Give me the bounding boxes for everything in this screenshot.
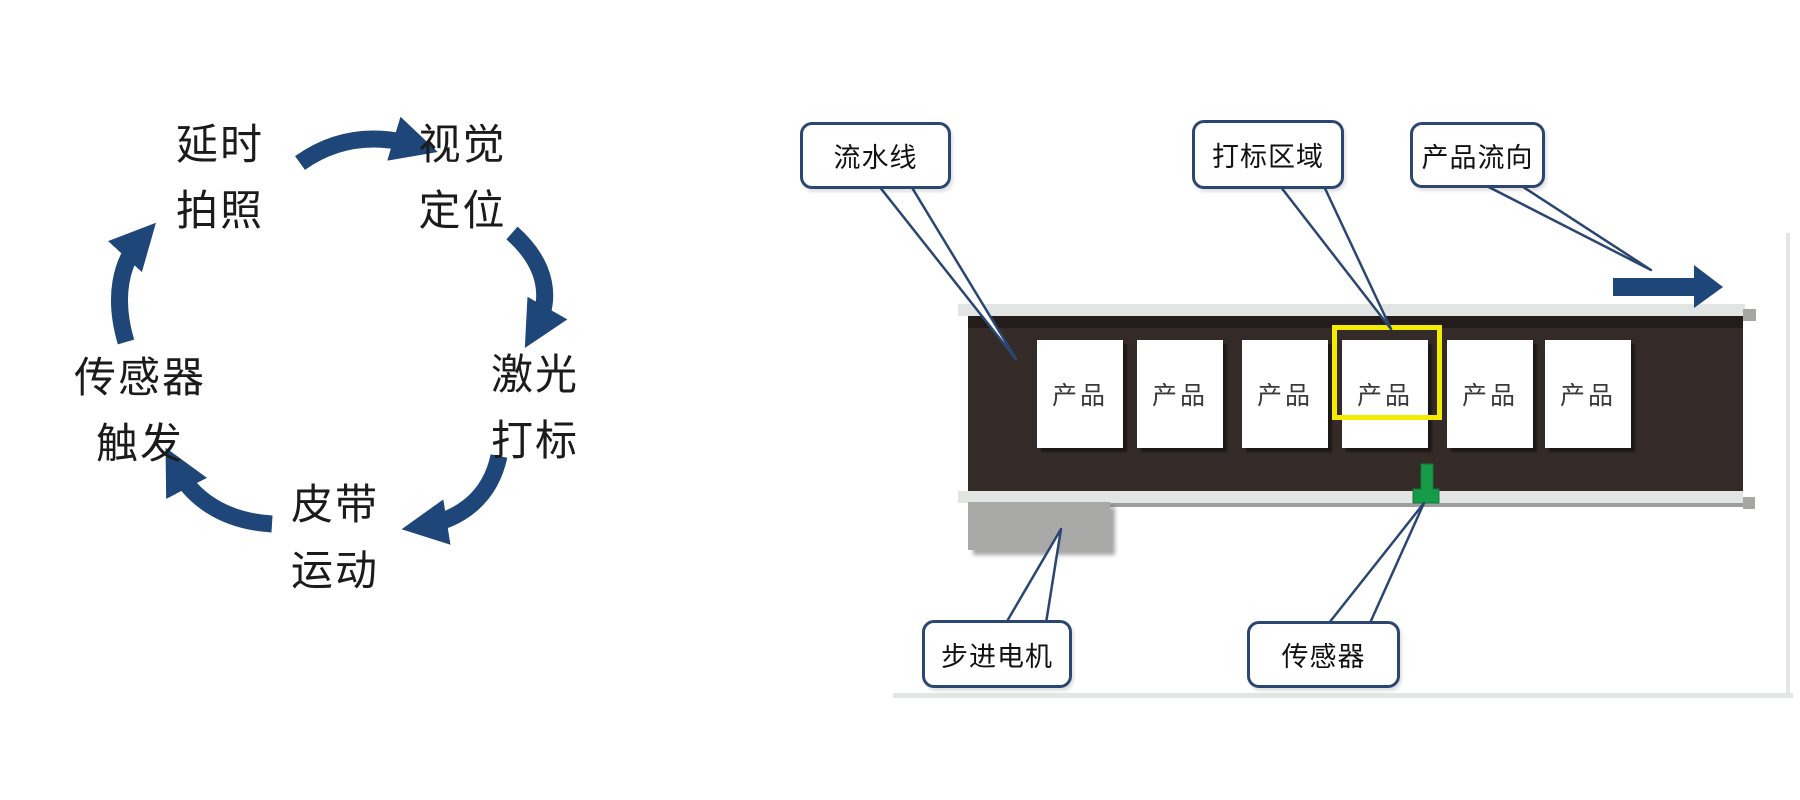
cycle-arrow-delay-to-vision-icon: [295, 116, 438, 171]
cycle-stage-vision-line2: 定位: [418, 187, 507, 234]
cycle-arrow-belt-to-sensor-icon: [165, 447, 273, 533]
cycle-arrow-sensor-to-delay-icon: [108, 222, 156, 345]
cycle-arrow-vision-to-laser-icon: [506, 226, 568, 348]
callout-sensor-label: 传感器: [1281, 642, 1366, 672]
marking-area-highlight: [1332, 325, 1442, 420]
cycle-stage-sensor-line1: 传感器: [73, 354, 206, 401]
callout-marking-area-label: 打标区域: [1212, 142, 1324, 172]
cycle-stage-delay-photo-line1: 延时: [175, 121, 264, 168]
stepper-motor-block: [968, 502, 1110, 550]
cycle-stage-laser-line1: 激光: [490, 351, 579, 398]
cycle-stage-laser-line2: 打标: [490, 417, 579, 464]
product-box-6: 产品: [1545, 340, 1631, 448]
callout-pointer-stepper-motor: [1004, 527, 1063, 625]
callout-assembly-line: 流水线: [800, 122, 951, 189]
conveyor-top-rail: [958, 304, 1745, 316]
cycle-stage-laser-marking: 激光 打标: [455, 342, 615, 474]
callout-product-flow-label: 产品流向: [1421, 142, 1534, 173]
cycle-arrow-laser-to-belt-icon: [401, 453, 508, 545]
callout-product-flow: 产品流向: [1410, 122, 1545, 188]
conveyor-belt-top-band: [968, 316, 1743, 328]
callout-pointer-product-flow: [1475, 179, 1653, 272]
callout-assembly-line-label: 流水线: [833, 143, 918, 173]
sensor-marker-icon: [1412, 463, 1440, 504]
conveyor-top-rail-end: [1743, 309, 1756, 321]
product-box-2: 产品: [1137, 340, 1223, 448]
conveyor-bottom-rail: [958, 491, 1743, 503]
cycle-stage-belt-motion: 皮带 运动: [245, 472, 425, 604]
cycle-arrows-graphic: [108, 116, 568, 545]
product-box-1: 产品: [1037, 340, 1123, 448]
product-flow-arrow-icon: [1613, 265, 1723, 308]
callout-stepper-motor-label: 步进电机: [941, 641, 1053, 672]
callout-sensor: 传感器: [1247, 621, 1400, 688]
image-frame-right-edge: [1786, 233, 1790, 697]
product-box-5: 产品: [1447, 340, 1533, 448]
product-box-3: 产品: [1242, 340, 1328, 448]
callout-pointer-assembly-line: [873, 179, 1018, 361]
cycle-stage-belt-line2: 运动: [290, 547, 379, 594]
conveyor-bottom-rail-end: [1743, 497, 1755, 509]
cycle-stage-delay-photo: 延时 拍照: [120, 112, 320, 244]
callout-marking-area: 打标区域: [1192, 120, 1344, 189]
cycle-stage-delay-photo-line2: 拍照: [175, 187, 264, 234]
cycle-stage-belt-line1: 皮带: [290, 481, 379, 528]
conveyor-bottom-rail-shadow: [1016, 503, 1743, 507]
callout-pointer-sensor: [1327, 501, 1426, 625]
callout-stepper-motor: 步进电机: [922, 620, 1072, 688]
image-frame-bottom-edge: [893, 693, 1793, 698]
product-box-4-marked: 产品: [1342, 340, 1428, 448]
callout-pointer-marking-area: [1275, 180, 1393, 331]
